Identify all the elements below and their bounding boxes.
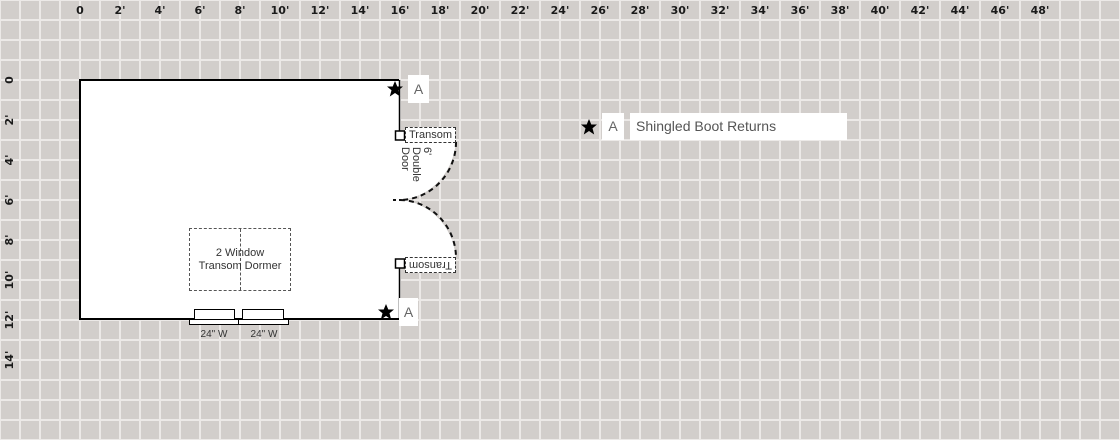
legend-key-a: A: [602, 113, 624, 140]
x-tick-label: 18': [430, 4, 450, 17]
x-tick-label: 8': [234, 4, 246, 17]
x-tick-label: 22': [510, 4, 530, 17]
star-icon: [581, 119, 597, 135]
window-2-label: 24" W: [250, 329, 278, 340]
transom-bottom[interactable]: Transom: [405, 257, 456, 273]
transom-top-bracket: [394, 130, 406, 141]
transom-top[interactable]: Transom: [405, 127, 456, 143]
window-1-label: 24" W: [200, 329, 228, 340]
x-tick-label: 40': [870, 4, 890, 17]
x-tick-label: 34': [750, 4, 770, 17]
x-tick-label: 24': [550, 4, 570, 17]
x-tick-label: 30': [670, 4, 690, 17]
x-tick-label: 26': [590, 4, 610, 17]
x-tick-label: 38': [830, 4, 850, 17]
dormer-label: 2 Window Transom Dormer: [190, 247, 290, 273]
corner-marker-top[interactable]: A: [408, 75, 429, 103]
window-1[interactable]: [189, 309, 239, 325]
x-tick-label: 0: [76, 4, 84, 17]
x-tick-label: 14': [350, 4, 370, 17]
x-tick-label: 10': [270, 4, 290, 17]
double-door-label: 6' Double Door: [399, 147, 433, 182]
dormer-divider: [240, 229, 241, 290]
x-tick-label: 12': [310, 4, 330, 17]
legend-description[interactable]: Shingled Boot Returns: [630, 113, 847, 140]
star-icon: [387, 81, 403, 97]
x-tick-label: 42': [910, 4, 930, 17]
door-swing-area: [399, 137, 457, 263]
x-tick-label: 44': [950, 4, 970, 17]
door-swing-arc-top: [399, 141, 457, 201]
dormer-label-line1: 2 Window: [215, 247, 265, 259]
door-swing-arc-bottom: [399, 199, 457, 259]
dormer-label-line2: Transom Dormer: [198, 260, 282, 272]
x-tick-label: 2': [114, 4, 126, 17]
x-tick-label: 28': [630, 4, 650, 17]
x-tick-label: 20': [470, 4, 490, 17]
transom-dormer[interactable]: 2 Window Transom Dormer: [189, 228, 291, 291]
transom-bottom-bracket: [394, 258, 406, 269]
star-icon: [378, 304, 394, 320]
x-tick-label: 4': [154, 4, 166, 17]
transom-bottom-label: Transom: [409, 259, 452, 271]
x-tick-label: 6': [194, 4, 206, 17]
corner-marker-bottom[interactable]: A: [399, 298, 418, 326]
x-tick-label: 32': [710, 4, 730, 17]
transom-top-label: Transom: [409, 129, 452, 141]
x-tick-label: 46': [990, 4, 1010, 17]
x-tick-label: 48': [1030, 4, 1050, 17]
window-2[interactable]: [238, 309, 289, 325]
x-tick-label: 16': [390, 4, 410, 17]
x-tick-label: 36': [790, 4, 810, 17]
